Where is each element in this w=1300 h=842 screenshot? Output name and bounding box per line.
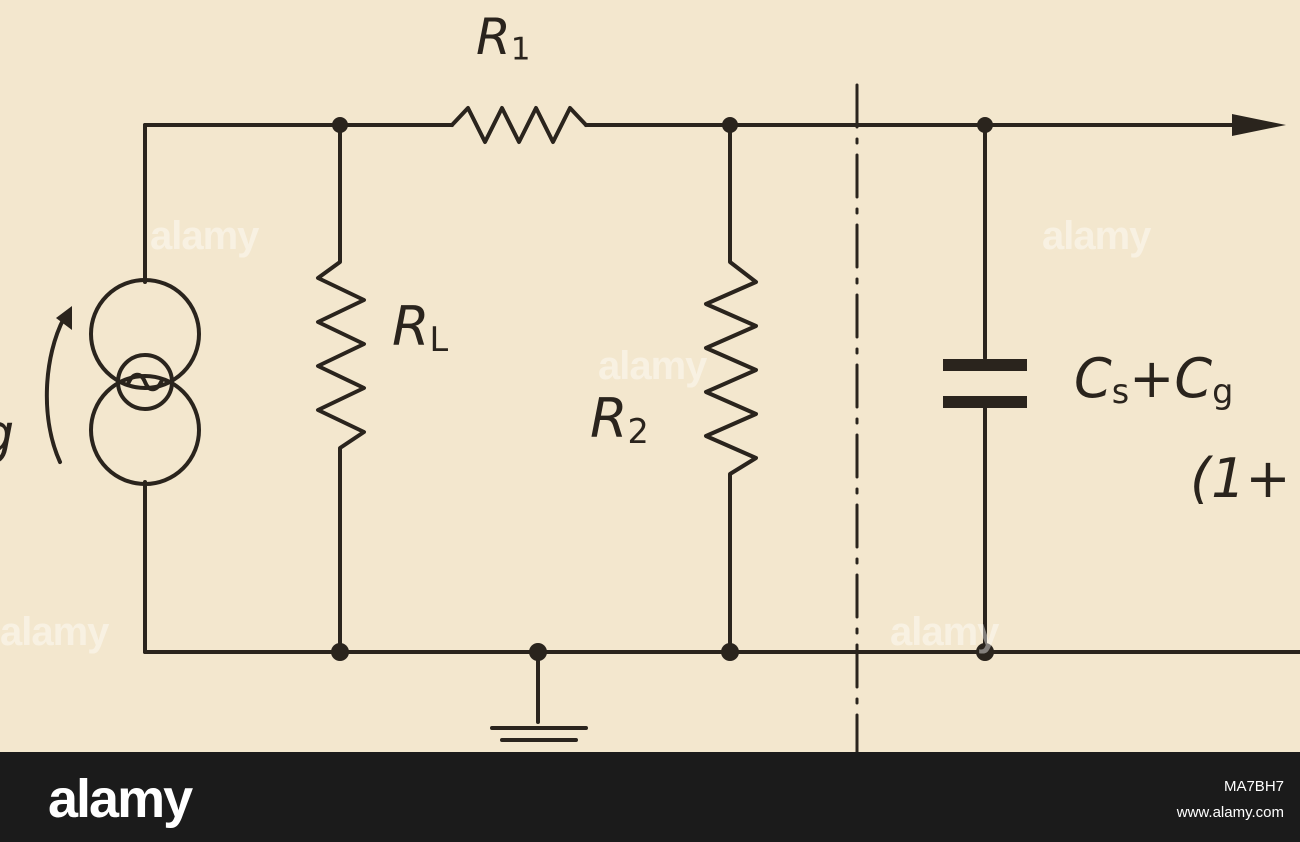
ground-icon	[490, 726, 588, 742]
circuit-schematic	[44, 83, 1300, 752]
current-arrow-head	[56, 306, 72, 330]
watermark: alamy	[150, 214, 259, 258]
junction-dot	[722, 117, 738, 133]
junction-dots	[331, 117, 994, 661]
junction-dot	[332, 117, 348, 133]
watermark: alamy	[1042, 214, 1151, 258]
label-rl-sub: L	[429, 320, 449, 360]
footer-logo: alamy	[48, 769, 193, 829]
label-source-text: g	[0, 403, 14, 466]
label-cap-c: C	[1074, 347, 1112, 410]
capacitor-plate-top	[943, 359, 1027, 371]
watermark: alamy	[890, 610, 999, 654]
arrow-icon	[1232, 114, 1286, 136]
watermark: alamy	[0, 610, 109, 654]
image-id: MA7BH7	[1223, 778, 1284, 795]
circuit-diagram: R1 RL R2 Cs+Cg (1+ g alamy alamy alamy a…	[0, 12, 1300, 752]
label-cap-plus: +C	[1129, 347, 1213, 410]
label-source-partial: g	[0, 408, 14, 462]
junction-dot	[529, 643, 547, 661]
label-cap-sub-g: g	[1212, 372, 1234, 412]
resistor-rl	[316, 123, 366, 654]
label-cap-line2-text: (1+	[1190, 447, 1291, 510]
label-cap-sub-s: s	[1111, 372, 1130, 412]
label-capacitor-line2: (1+	[1190, 452, 1291, 506]
site-url: www.alamy.com	[1176, 804, 1284, 821]
label-rl: RL	[392, 300, 448, 357]
label-r2-base: R	[590, 387, 628, 450]
footer-bar: alamy MA7BH7 www.alamy.com	[0, 752, 1300, 842]
label-r2: R2	[590, 392, 649, 449]
resistor-r2	[704, 123, 758, 654]
label-r1-sub: 1	[510, 31, 531, 68]
ac-source-inner	[116, 353, 174, 411]
capacitor-plate-bottom	[943, 396, 1027, 408]
junction-dot	[721, 643, 739, 661]
resistor-r1	[450, 106, 588, 144]
label-r1-base: R	[476, 8, 511, 66]
junction-dot	[977, 117, 993, 133]
current-source-icon	[89, 278, 201, 390]
label-rl-base: R	[392, 295, 430, 358]
label-capacitor-line1: Cs+Cg	[1074, 352, 1233, 409]
current-source-ring	[89, 374, 201, 486]
label-r1: R1	[476, 12, 530, 66]
watermark: alamy	[598, 344, 707, 388]
ac-sine-icon	[126, 372, 164, 392]
current-arrow-arc	[44, 316, 66, 464]
junction-dot	[976, 643, 994, 661]
label-r2-sub: 2	[627, 412, 649, 452]
junction-dot	[331, 643, 349, 661]
